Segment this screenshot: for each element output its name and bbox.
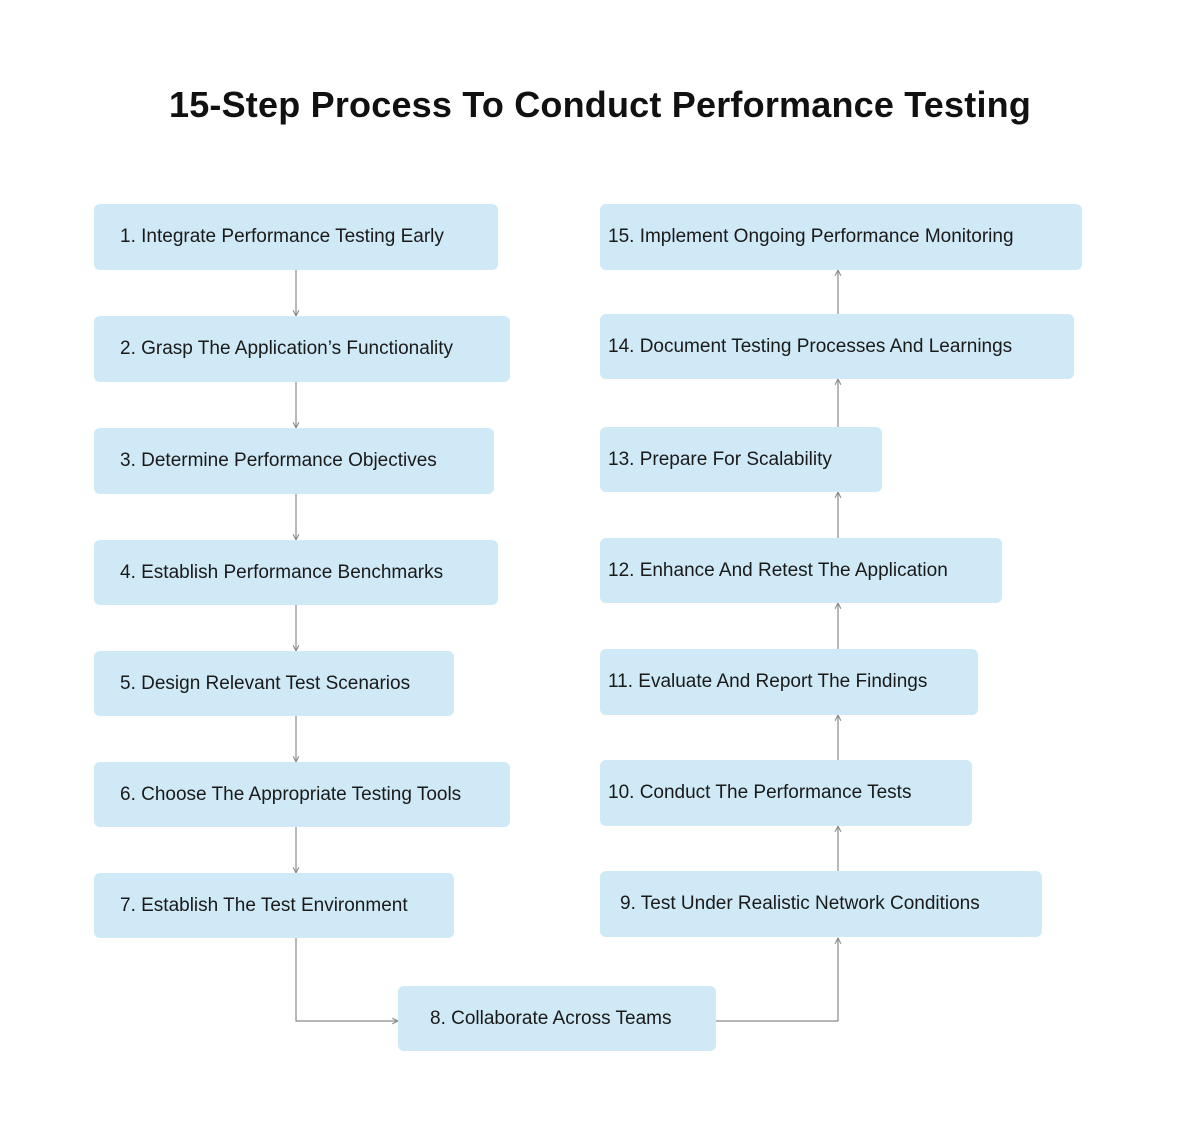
page-title: 15-Step Process To Conduct Performance T…	[168, 84, 1032, 125]
step-12-label: 12. Enhance And Retest The Application	[608, 559, 948, 581]
step-15-label: 15. Implement Ongoing Performance Monito…	[608, 226, 1014, 247]
step-6-label: 6. Choose The Appropriate Testing Tools	[120, 783, 462, 805]
step-5: 5. Design Relevant Test Scenarios	[94, 651, 454, 716]
step-4: 4. Establish Performance Benchmarks	[94, 540, 498, 605]
step-6: 6. Choose The Appropriate Testing Tools	[94, 762, 510, 827]
step-2-label: 2. Grasp The Application’s Functionality	[120, 338, 454, 359]
step-13-label: 13. Prepare For Scalability	[608, 448, 832, 470]
step-7-label: 7. Establish The Test Environment	[120, 894, 408, 916]
step-1: 1. Integrate Performance Testing Early	[94, 204, 498, 270]
step-10: 10. Conduct The Performance Tests	[600, 760, 972, 826]
step-7: 7. Establish The Test Environment	[94, 873, 454, 938]
step-14: 14. Document Testing Processes And Learn…	[600, 314, 1074, 379]
step-10-label: 10. Conduct The Performance Tests	[608, 782, 912, 803]
step-3: 3. Determine Performance Objectives	[94, 428, 494, 494]
step-11: 11. Evaluate And Report The Findings	[600, 649, 978, 715]
step-4-label: 4. Establish Performance Benchmarks	[120, 561, 444, 583]
step-1-label: 1. Integrate Performance Testing Early	[120, 226, 444, 247]
step-9: 9. Test Under Realistic Network Conditio…	[600, 871, 1042, 937]
step-8: 8. Collaborate Across Teams	[398, 986, 716, 1051]
step-11-label: 11. Evaluate And Report The Findings	[608, 671, 928, 692]
step-15: 15. Implement Ongoing Performance Monito…	[600, 204, 1082, 270]
step-5-label: 5. Design Relevant Test Scenarios	[120, 672, 411, 694]
step-12: 12. Enhance And Retest The Application	[600, 538, 1002, 603]
connector-8-9	[716, 938, 838, 1022]
step-9-label: 9. Test Under Realistic Network Conditio…	[620, 893, 980, 914]
step-8-label: 8. Collaborate Across Teams	[430, 1007, 672, 1029]
connector-7-8	[295, 938, 398, 1021]
step-13: 13. Prepare For Scalability	[600, 427, 882, 492]
step-14-label: 14. Document Testing Processes And Learn…	[608, 335, 1013, 357]
step-3-label: 3. Determine Performance Objectives	[120, 450, 437, 471]
step-2: 2. Grasp The Application’s Functionality	[94, 316, 510, 382]
